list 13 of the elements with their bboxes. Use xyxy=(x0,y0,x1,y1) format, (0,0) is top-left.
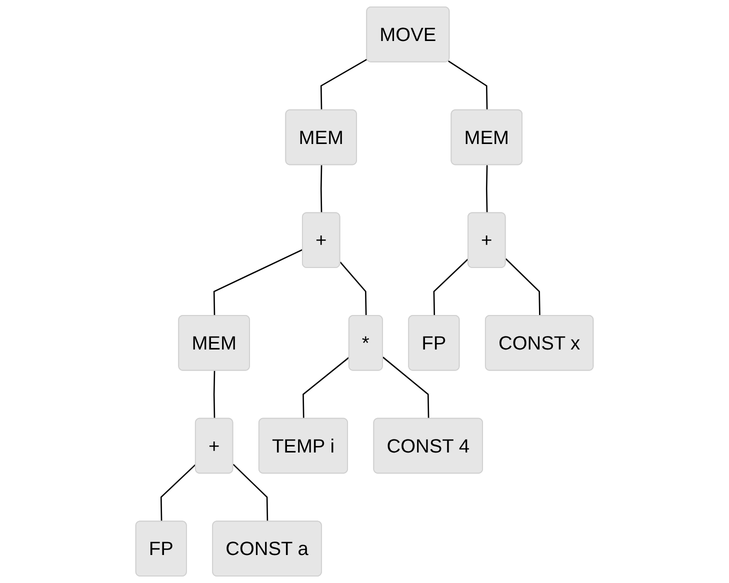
connector xyxy=(320,165,322,214)
connector xyxy=(382,356,430,419)
connector xyxy=(213,370,216,419)
connector xyxy=(486,165,488,214)
connector xyxy=(505,258,540,316)
connector xyxy=(448,60,488,110)
connector xyxy=(213,248,304,316)
connector xyxy=(340,262,367,316)
connector xyxy=(232,464,268,522)
connector xyxy=(302,356,350,419)
connector xyxy=(433,258,469,316)
connector xyxy=(160,464,196,522)
connector xyxy=(320,58,368,110)
